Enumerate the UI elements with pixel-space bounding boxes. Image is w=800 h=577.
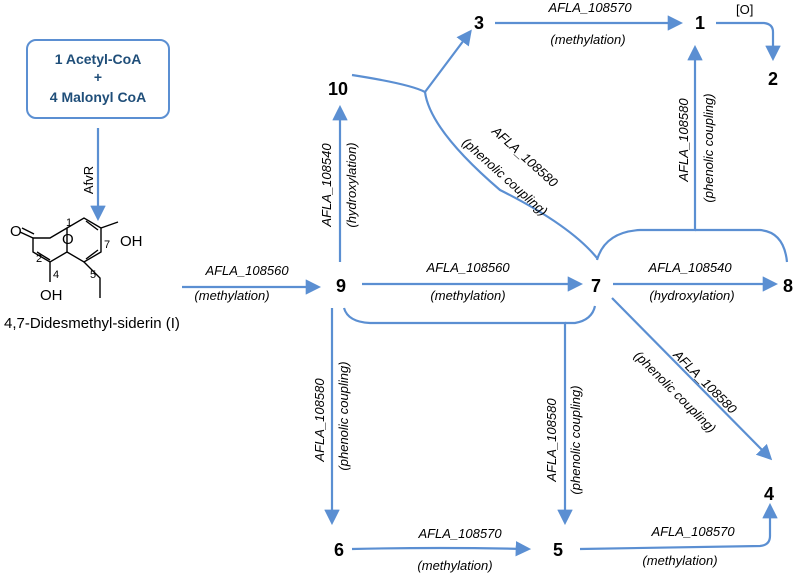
label-hydroxylation-a: (hydroxylation) — [649, 288, 734, 303]
precursor-box — [26, 39, 170, 119]
compound-6: 6 — [334, 540, 344, 560]
oxidation-label: [O] — [736, 2, 753, 17]
compound-9: 9 — [336, 276, 346, 296]
label-e108570-b: AFLA_108570 — [417, 526, 502, 541]
coupling-7-8-to-1 — [595, 44, 703, 261]
label-methylation-d: (methylation) — [417, 558, 492, 573]
atom-num-4: 4 — [53, 269, 59, 281]
label-hydroxylation-b: (hydroxylation) — [344, 142, 359, 227]
label-e108580-c: AFLA_108580 — [312, 378, 327, 463]
compound-2: 2 — [768, 69, 778, 89]
label-e108570-a: AFLA_108570 — [547, 0, 632, 15]
label-phenolic-c: (phenolic coupling) — [336, 361, 351, 470]
arrow-5-to-4 — [579, 502, 778, 551]
atom-num-2: 2 — [36, 253, 42, 265]
compound-3: 3 — [474, 13, 484, 33]
arrow-7-to-4 — [611, 297, 773, 461]
afvr-label: AfvR — [81, 166, 96, 194]
arrow-1-to-2 — [716, 21, 781, 62]
compound-1: 1 — [695, 13, 705, 33]
label-e108560-a: AFLA_108560 — [204, 263, 289, 278]
compound-4: 4 — [764, 484, 774, 504]
arrow-6-to-5 — [351, 541, 532, 557]
label-e108540-b: AFLA_108540 — [319, 143, 334, 228]
label-e108570-c: AFLA_108570 — [650, 524, 735, 539]
coupling-branch-from-8 — [695, 228, 789, 263]
label-phenolic-b: (phenolic coupling) — [701, 93, 716, 202]
precursor-line1: 1 Acetyl-CoA — [55, 51, 142, 67]
precursor-line2: + — [94, 69, 102, 85]
label-phenolic-d: (phenolic coupling) — [568, 385, 583, 494]
compound-name: 4,7-Didesmethyl-siderin (I) — [4, 315, 180, 332]
coupling-9-7-to-5 — [342, 307, 573, 526]
label-methylation-c: (methylation) — [550, 32, 625, 47]
compound-8: 8 — [783, 276, 793, 296]
didesmethyl-siderin-structure: O O OH OH 1 2 4 5 7 — [10, 217, 143, 304]
label-e108580-d: AFLA_108580 — [544, 398, 559, 483]
label-methylation-b: (methylation) — [430, 288, 505, 303]
atom-num-1: 1 — [66, 217, 72, 229]
coupling-branch-from-7-b — [565, 305, 597, 325]
atom-num-5: 5 — [90, 269, 96, 281]
coupling-branch-from-7 — [423, 91, 598, 259]
compound-5: 5 — [553, 540, 563, 560]
atom-num-7: 7 — [104, 239, 110, 251]
compound-10: 10 — [328, 79, 348, 99]
label-e108560-b: AFLA_108560 — [425, 260, 510, 275]
oh-c7: OH — [120, 233, 143, 250]
coupling-10-7-to-3 — [351, 29, 472, 94]
oh-c4: OH — [40, 287, 63, 304]
precursor-line3: 4 Malonyl CoA — [50, 89, 146, 105]
label-methylation-e: (methylation) — [642, 553, 717, 568]
compound-7: 7 — [591, 276, 601, 296]
carbonyl-oxygen: O — [10, 223, 22, 240]
label-e108580-b: AFLA_108580 — [676, 98, 691, 183]
label-e108540-a: AFLA_108540 — [647, 260, 732, 275]
ring-oxygen: O — [62, 231, 74, 248]
label-methylation-a: (methylation) — [194, 288, 269, 303]
